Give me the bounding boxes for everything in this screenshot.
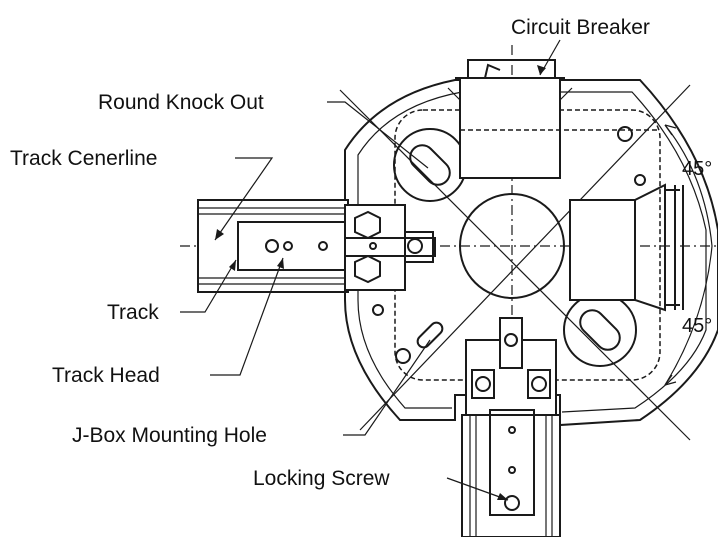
angle-dimensions: [664, 124, 713, 386]
leader-lines: [180, 39, 561, 501]
label-jbox-mounting-hole: J-Box Mounting Hole: [72, 424, 267, 447]
angle-upper-label: 45°: [682, 158, 712, 180]
label-round-knock-out: Round Knock Out: [98, 91, 264, 114]
center-opening: [459, 193, 565, 299]
circuit-breaker-top: [447, 59, 660, 179]
label-track-centerline: Track Cenerline: [10, 147, 157, 170]
label-track: Track: [107, 301, 159, 324]
knock-out-bottom-right: [563, 293, 637, 367]
label-track-head: Track Head: [52, 364, 160, 387]
track-head-left: [344, 204, 436, 291]
track-bottom: [461, 317, 561, 537]
small-hole-2: [395, 348, 411, 364]
label-locking-screw: Locking Screw: [253, 467, 390, 490]
jbox-slot: [416, 321, 444, 349]
small-hole-1: [617, 126, 633, 142]
small-hole-3: [634, 174, 646, 186]
diagonal-line-b: [359, 84, 691, 431]
circuit-breaker-right: [569, 183, 684, 312]
knock-out-top-left: [393, 128, 467, 202]
small-hole-4: [372, 304, 384, 316]
angle-lower-label: 45°: [682, 315, 712, 337]
label-circuit-breaker: Circuit Breaker: [511, 16, 650, 39]
track-left: [197, 199, 349, 293]
